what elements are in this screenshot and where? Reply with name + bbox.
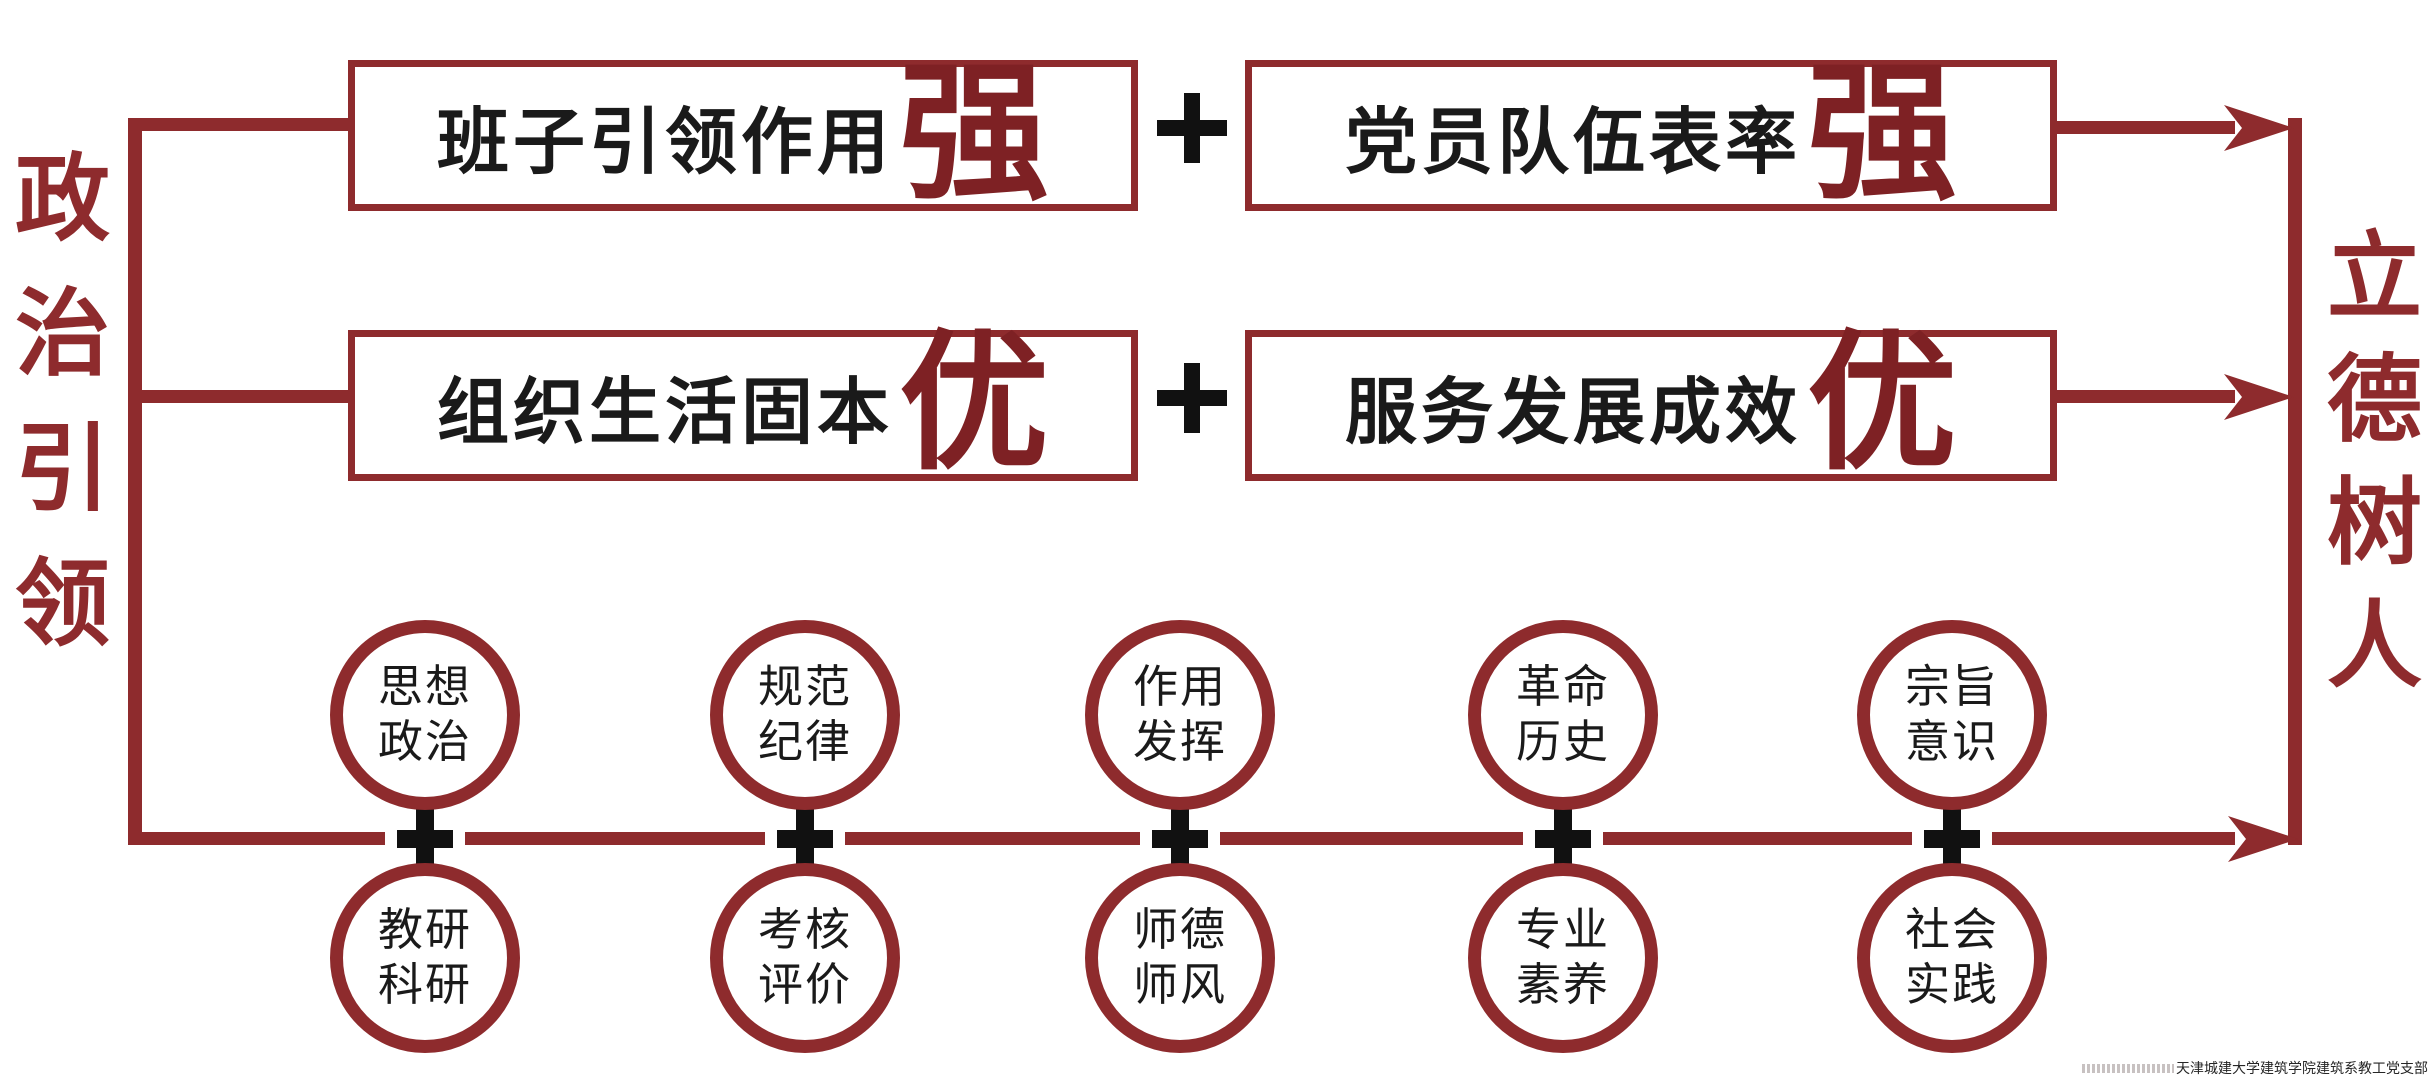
box-emphasis-char: 强: [1807, 52, 1958, 218]
circle-line: 思想: [377, 662, 472, 713]
left-vertical-label: 政治引领: [1, 148, 107, 688]
circle-line: 作用: [1132, 662, 1227, 713]
left-trunk-line: [128, 118, 142, 845]
top-branch-line: [128, 118, 352, 131]
top-arrow-line: [2057, 121, 2235, 134]
circle-line: 规范: [757, 662, 852, 713]
bottom-arrow-right-icon: [2228, 816, 2298, 862]
circle-line: 革命: [1515, 662, 1610, 713]
circle-line: 教研: [377, 905, 472, 956]
box-dangyuan-duiwu: 党员队伍表率强: [1245, 60, 2057, 211]
box-banzi-yinling: 班子引领作用强: [348, 60, 1138, 211]
circle-bottom: 师德 师风: [1085, 863, 1275, 1053]
right-trunk-line: [2288, 118, 2302, 845]
middle-arrow-right-icon: [2224, 374, 2294, 420]
circle-line: 社会: [1904, 905, 1999, 956]
circle-bottom: 教研 科研: [330, 863, 520, 1053]
circle-top: 规范 纪律: [710, 620, 900, 810]
circle-line: 师德: [1132, 905, 1227, 956]
circle-top: 革命 历史: [1468, 620, 1658, 810]
plus-icon: [1157, 363, 1227, 433]
bottom-line-seg: [1220, 832, 1523, 845]
circle-line: 考核: [757, 905, 852, 956]
circle-line: 师风: [1132, 960, 1227, 1010]
circle-line: 素养: [1515, 960, 1610, 1010]
circle-line: 历史: [1515, 717, 1610, 767]
top-arrow-right-icon: [2224, 105, 2294, 151]
watermark: 天津城建大学建筑学院建筑系教工党支部: [2082, 1058, 2428, 1078]
circle-line: 意识: [1904, 717, 1999, 767]
bottom-line-seg: [1992, 832, 2235, 845]
bottom-line-seg: [1603, 832, 1912, 845]
box-text: 党员队伍表率: [1344, 103, 1801, 183]
plus-icon: [397, 830, 453, 848]
box-emphasis-char: 优: [1807, 322, 1958, 488]
plus-icon: [777, 830, 833, 848]
bottom-line-seg: [128, 832, 385, 845]
middle-branch-line: [128, 390, 352, 403]
circle-line: 专业: [1515, 905, 1610, 956]
plus-icon: [1535, 830, 1591, 848]
circle-top: 作用 发挥: [1085, 620, 1275, 810]
circle-line: 科研: [377, 960, 472, 1010]
circle-bottom: 专业 素养: [1468, 863, 1658, 1053]
box-zuzhi-shenghuo: 组织生活固本优: [348, 330, 1138, 481]
circle-line: 发挥: [1132, 717, 1227, 767]
right-vertical-label: 立德树人: [2313, 226, 2419, 718]
box-text: 服务发展成效: [1344, 373, 1801, 453]
plus-icon: [1924, 830, 1980, 848]
circle-top: 宗旨 意识: [1857, 620, 2047, 810]
circle-line: 实践: [1904, 960, 1999, 1010]
circle-line: 纪律: [757, 717, 852, 767]
bottom-line-seg: [845, 832, 1140, 845]
bottom-line-seg: [465, 832, 765, 845]
box-fuwu-fazhan: 服务发展成效优: [1245, 330, 2057, 481]
circle-bottom: 考核 评价: [710, 863, 900, 1053]
circle-line: 政治: [377, 717, 472, 767]
plus-icon: [1152, 830, 1208, 848]
circle-line: 宗旨: [1904, 662, 1999, 713]
plus-icon: [1157, 93, 1227, 163]
box-emphasis-char: 优: [899, 322, 1050, 488]
middle-arrow-line: [2057, 390, 2235, 403]
box-text: 班子引领作用: [436, 103, 893, 183]
circle-bottom: 社会 实践: [1857, 863, 2047, 1053]
circle-top: 思想 政治: [330, 620, 520, 810]
watermark-text: 天津城建大学建筑学院建筑系教工党支部: [2176, 1060, 2428, 1076]
circle-line: 评价: [757, 960, 852, 1010]
box-emphasis-char: 强: [899, 52, 1050, 218]
box-text: 组织生活固本: [436, 373, 893, 453]
watermark-micro-text: [2082, 1063, 2174, 1073]
